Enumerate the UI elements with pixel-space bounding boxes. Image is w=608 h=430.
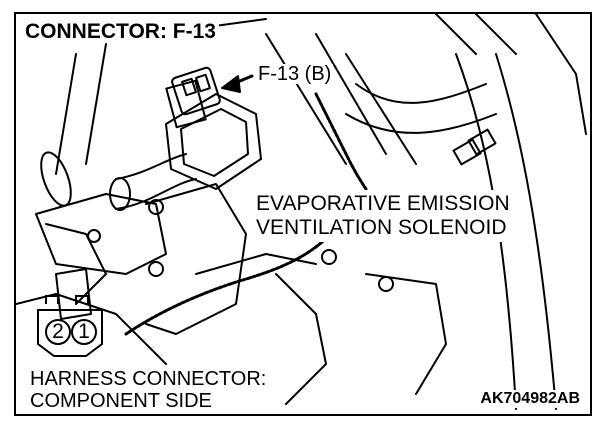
component-name-line-2: VENTILATION SOLENOID xyxy=(256,216,507,239)
component-name-line-1: EVAPORATIVE EMISSION xyxy=(256,192,510,215)
connector-callout-label: F-13 (B) xyxy=(256,63,334,85)
connector-pin-2: 2 xyxy=(52,320,64,343)
harness-view-line-1: HARNESS CONNECTOR: xyxy=(30,368,267,390)
harness-view-label: HARNESS CONNECTOR: COMPONENT SIDE xyxy=(26,366,271,412)
connector-title: CONNECTOR: F-13 xyxy=(22,20,219,43)
connector-pin-1: 1 xyxy=(78,320,90,343)
harness-view-line-2: COMPONENT SIDE xyxy=(30,390,212,412)
figure-code: AK704982AB xyxy=(478,390,582,408)
diagram-frame: 2 1 CONNECTOR: F-13 F-13 (B) EVAPORATIVE… xyxy=(14,12,592,416)
component-name-label: EVAPORATIVE EMISSION VENTILATION SOLENOI… xyxy=(252,190,514,242)
connector-face-outline xyxy=(37,295,103,357)
